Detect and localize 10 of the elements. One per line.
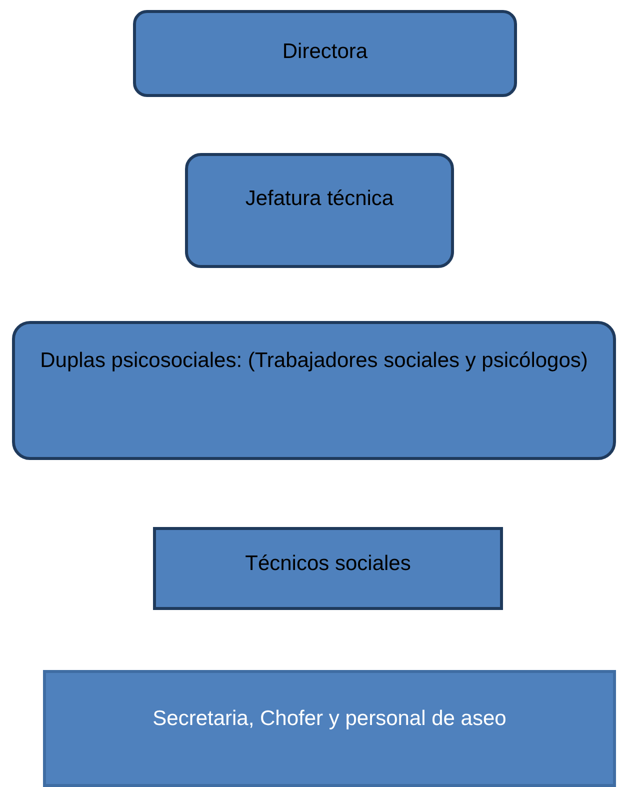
org-box [153,527,503,610]
org-box [12,321,616,460]
box-label: Directora [282,39,368,65]
org-box [185,153,454,268]
box-label: Duplas psicosociales: (Trabajadores sociales y psicólogos) [40,348,588,374]
org-box [43,670,616,787]
box-label: Secretaria, Chofer y personal de aseo [152,706,506,732]
org-box [133,10,517,97]
box-label: Técnicos sociales [245,551,411,577]
box-label: Jefatura técnica [245,186,394,212]
